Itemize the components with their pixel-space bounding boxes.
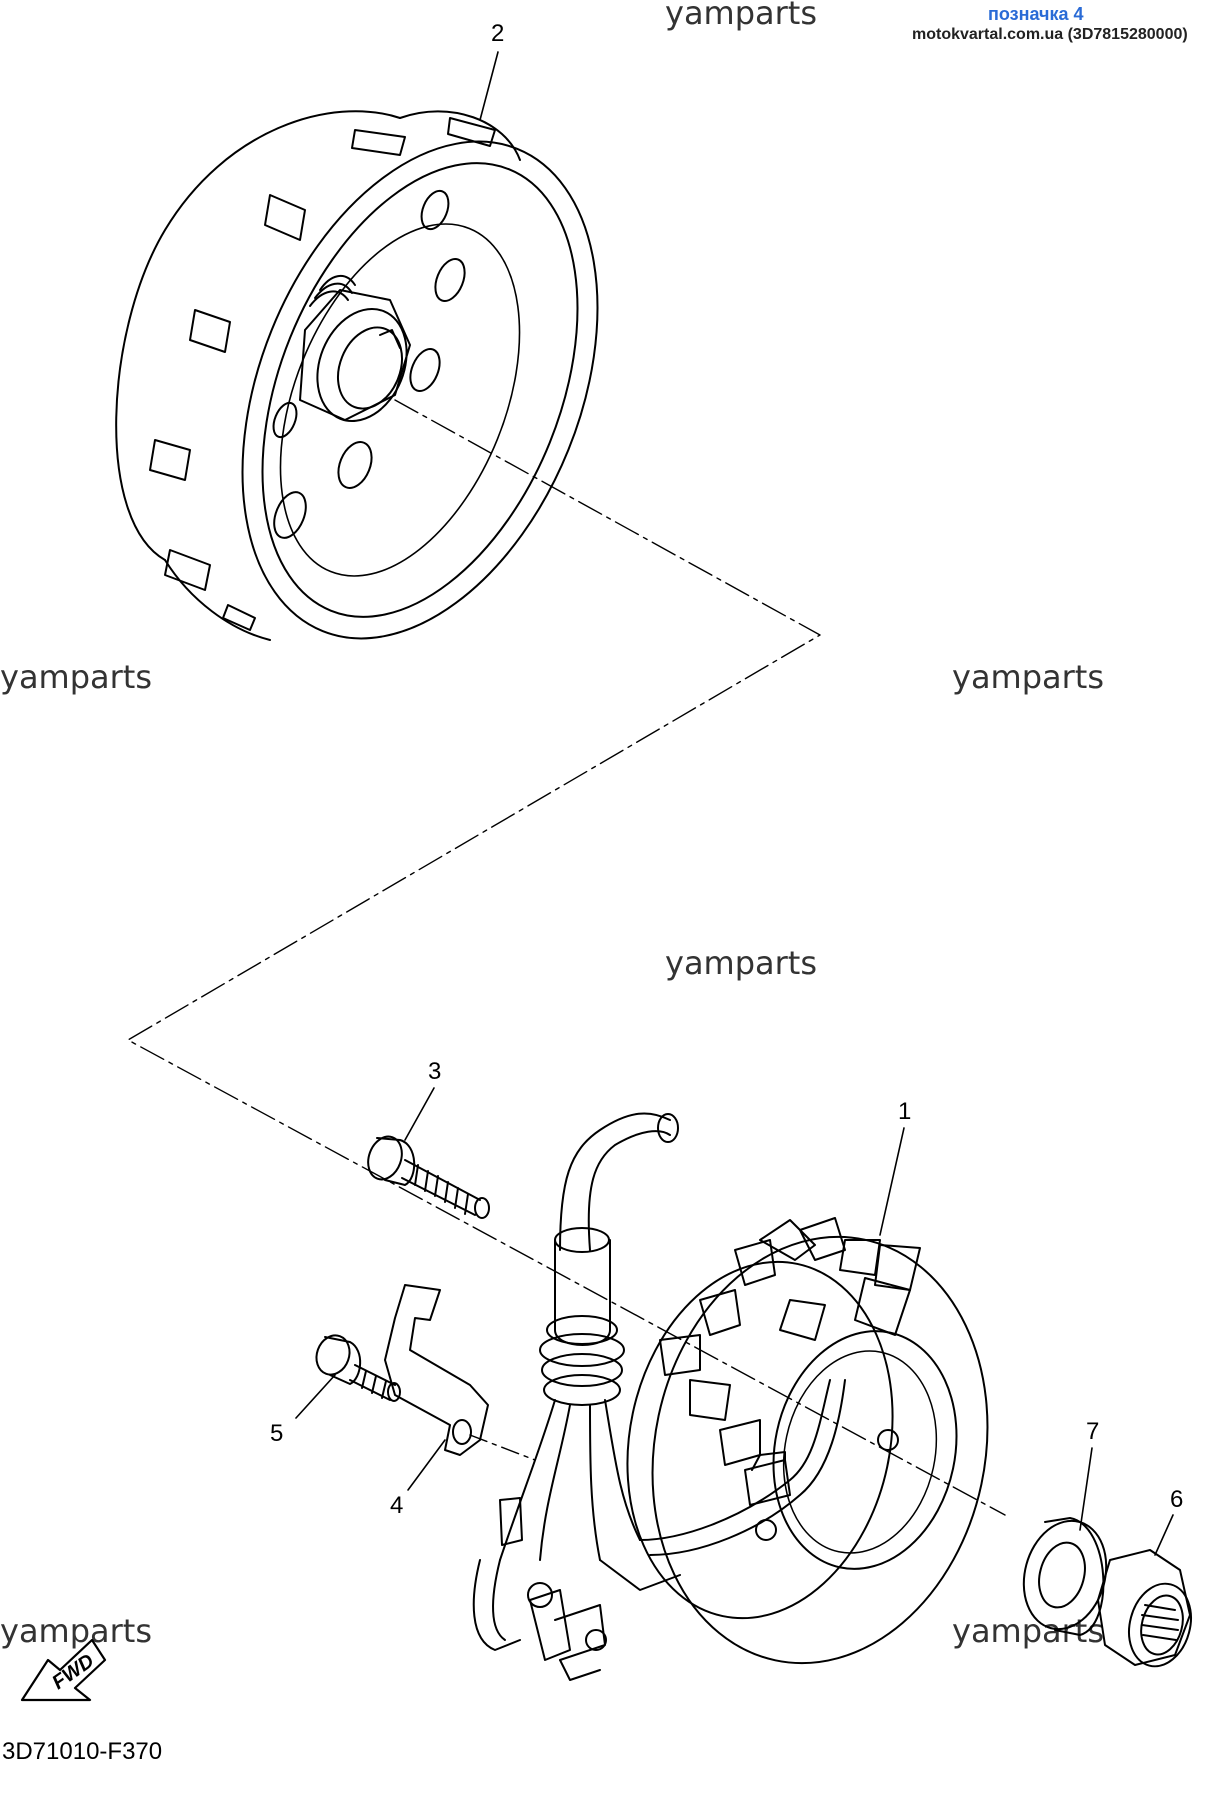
callout-part-5: 5 bbox=[270, 1420, 284, 1447]
site-label: motokvartal.com.ua (3D7815280000) bbox=[912, 26, 1188, 43]
clamp-part-4 bbox=[384, 1284, 536, 1461]
watermark-top: yamparts bbox=[665, 0, 818, 32]
watermark-right-upper: yamparts bbox=[952, 658, 1105, 696]
fwd-arrow-icon bbox=[20, 1638, 107, 1702]
callout-part-4: 4 bbox=[390, 1492, 404, 1519]
callout-part-3: 3 bbox=[428, 1058, 442, 1085]
callout-part-6: 6 bbox=[1170, 1486, 1184, 1513]
callout-part-2: 2 bbox=[491, 20, 505, 47]
stator-part-1 bbox=[472, 1112, 989, 1681]
diagram-code: 3D71010-F370 bbox=[2, 1738, 163, 1765]
watermark-left-lower: yamparts bbox=[0, 1612, 153, 1650]
center-line bbox=[127, 399, 1006, 1516]
watermark-right-lower: yamparts bbox=[952, 1612, 1105, 1650]
callout-part-7: 7 bbox=[1086, 1418, 1100, 1445]
mark-label: позначка 4 bbox=[988, 4, 1084, 24]
nut-part-6 bbox=[1097, 1549, 1192, 1668]
washer-part-7 bbox=[1022, 1517, 1108, 1636]
watermark-middle: yamparts bbox=[665, 944, 818, 982]
bolt-part-3 bbox=[367, 1135, 490, 1219]
screw-part-5 bbox=[315, 1334, 401, 1402]
rotor-part-2 bbox=[115, 110, 599, 641]
watermark-left-upper: yamparts bbox=[0, 658, 153, 696]
callout-part-1: 1 bbox=[898, 1098, 912, 1125]
